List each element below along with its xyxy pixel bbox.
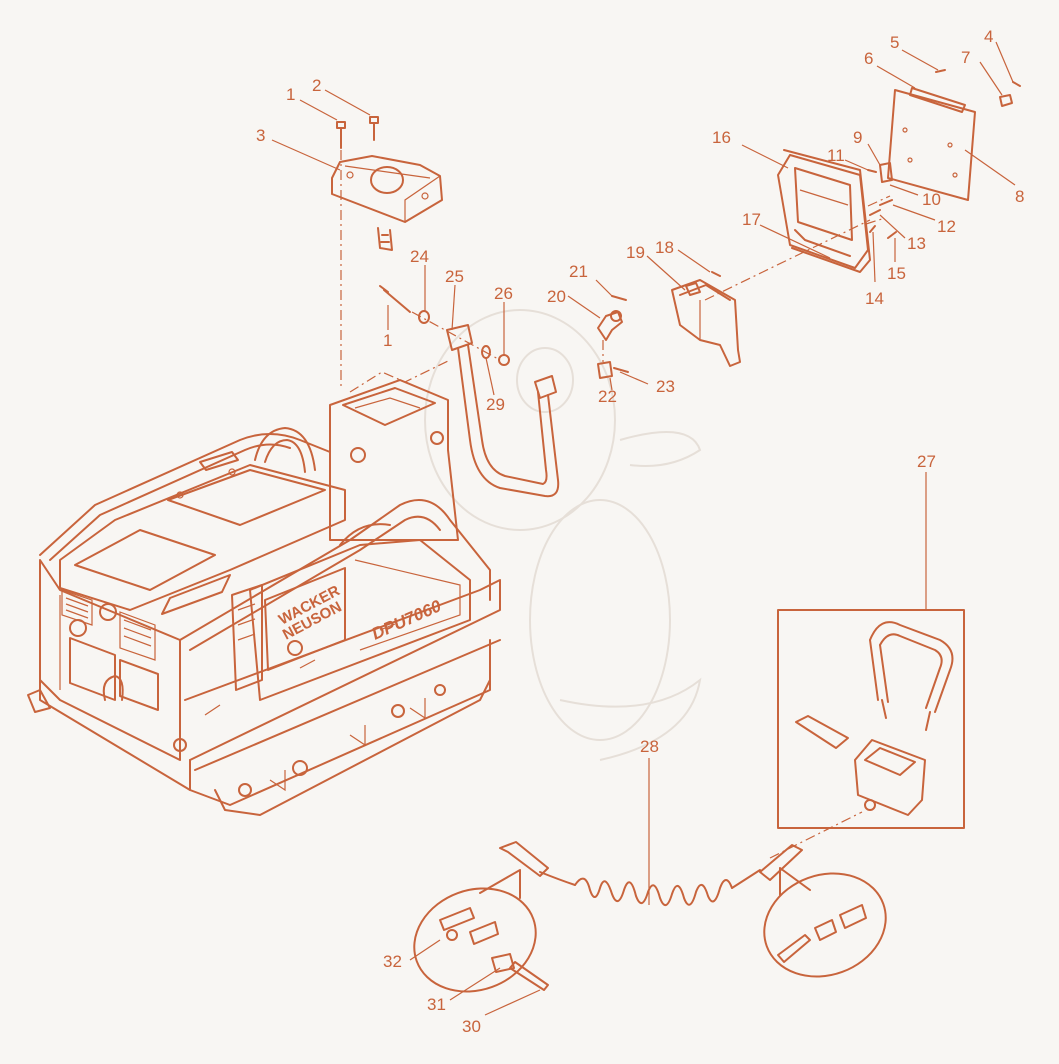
callout-13: 13 xyxy=(907,234,926,253)
kit-frame-part-27 xyxy=(777,609,965,829)
cover-plate-part-8 xyxy=(887,89,976,201)
callout-15: 15 xyxy=(887,264,906,283)
callout-16: 16 xyxy=(712,128,731,147)
sleeve-part-31 xyxy=(491,953,515,973)
callout-28: 28 xyxy=(640,737,659,756)
watermark-dragon xyxy=(424,309,702,761)
kit-plate xyxy=(795,715,849,749)
callout-labels: 1 2 3 4 5 6 7 8 9 10 11 12 13 14 15 16 1… xyxy=(256,27,1024,1036)
callout-22: 22 xyxy=(598,387,617,406)
callout-2: 2 xyxy=(312,76,321,95)
screw-part-14 xyxy=(869,225,876,233)
pin-part-30 xyxy=(509,961,549,991)
callout-17: 17 xyxy=(742,210,761,229)
callout-3: 3 xyxy=(256,126,265,145)
elbow-fitting-part-20 xyxy=(597,310,623,341)
clip-part-7 xyxy=(999,94,1013,107)
assembly-axis-handle xyxy=(411,311,501,361)
bracket-part-19 xyxy=(671,279,741,367)
callout-4: 4 xyxy=(984,27,993,46)
model-label: DPU7060 xyxy=(369,596,445,644)
bolt-part-2 xyxy=(369,116,379,141)
callout-8: 8 xyxy=(1015,187,1024,206)
connector-part-22 xyxy=(597,361,613,379)
handle-part-25 xyxy=(446,324,560,498)
screw-part-18 xyxy=(711,271,721,277)
control-box-part-3 xyxy=(331,155,443,251)
nut-part-26 xyxy=(498,354,510,366)
callout-21: 21 xyxy=(569,262,588,281)
callout-12: 12 xyxy=(937,217,956,236)
battery-box-part-16 xyxy=(777,154,869,269)
callout-20: 20 xyxy=(547,287,566,306)
callout-23: 23 xyxy=(656,377,675,396)
callout-32: 32 xyxy=(383,952,402,971)
screw-part-4 xyxy=(1012,81,1021,87)
callout-30: 30 xyxy=(462,1017,481,1036)
handle-mount-bracket xyxy=(329,379,459,541)
assembly-axis-screws xyxy=(865,195,891,225)
gasket-part-17 xyxy=(783,149,871,273)
screw-part-13 xyxy=(869,209,881,216)
callout-9: 9 xyxy=(853,128,862,147)
compactor-machine: WACKER NEUSON DPU7060 xyxy=(27,427,501,816)
callout-6: 6 xyxy=(864,49,873,68)
callout-26: 26 xyxy=(494,284,513,303)
coiled-cable-part-28 xyxy=(499,841,803,906)
screw-part-23 xyxy=(613,367,629,373)
detail-ellipse-left xyxy=(413,869,537,993)
strip-part-6 xyxy=(909,87,966,113)
callout-29: 29 xyxy=(486,395,505,414)
callout-1-lower: 1 xyxy=(383,331,392,350)
latch-part-9 xyxy=(879,162,893,183)
callout-1-top: 1 xyxy=(286,85,295,104)
callout-31: 31 xyxy=(427,995,446,1014)
callout-18: 18 xyxy=(655,238,674,257)
bolt-part-1-lower xyxy=(379,285,411,313)
callout-24: 24 xyxy=(410,247,429,266)
assembly-axis-kit xyxy=(769,811,863,859)
callout-25: 25 xyxy=(445,267,464,286)
bolt-part-1-top xyxy=(336,121,346,149)
connector-part-32 xyxy=(439,907,499,945)
screw-part-11 xyxy=(867,169,877,173)
callout-11: 11 xyxy=(827,146,845,165)
callout-10: 10 xyxy=(922,190,941,209)
screw-part-5 xyxy=(935,69,946,73)
callout-14: 14 xyxy=(865,289,884,308)
kit-box xyxy=(854,739,926,816)
washer-part-24 xyxy=(418,310,430,324)
assembly-axis-handle-mount xyxy=(349,359,451,393)
callout-5: 5 xyxy=(890,33,899,52)
screw-part-15 xyxy=(887,231,897,239)
screw-part-21 xyxy=(611,295,627,301)
callout-19: 19 xyxy=(626,243,645,262)
callout-27: 27 xyxy=(917,452,936,471)
callout-7: 7 xyxy=(961,48,970,67)
screw-part-12 xyxy=(879,199,893,206)
kit-handle xyxy=(869,621,954,731)
leader-lines xyxy=(271,41,1016,1016)
detail-ellipse-right xyxy=(763,867,887,978)
